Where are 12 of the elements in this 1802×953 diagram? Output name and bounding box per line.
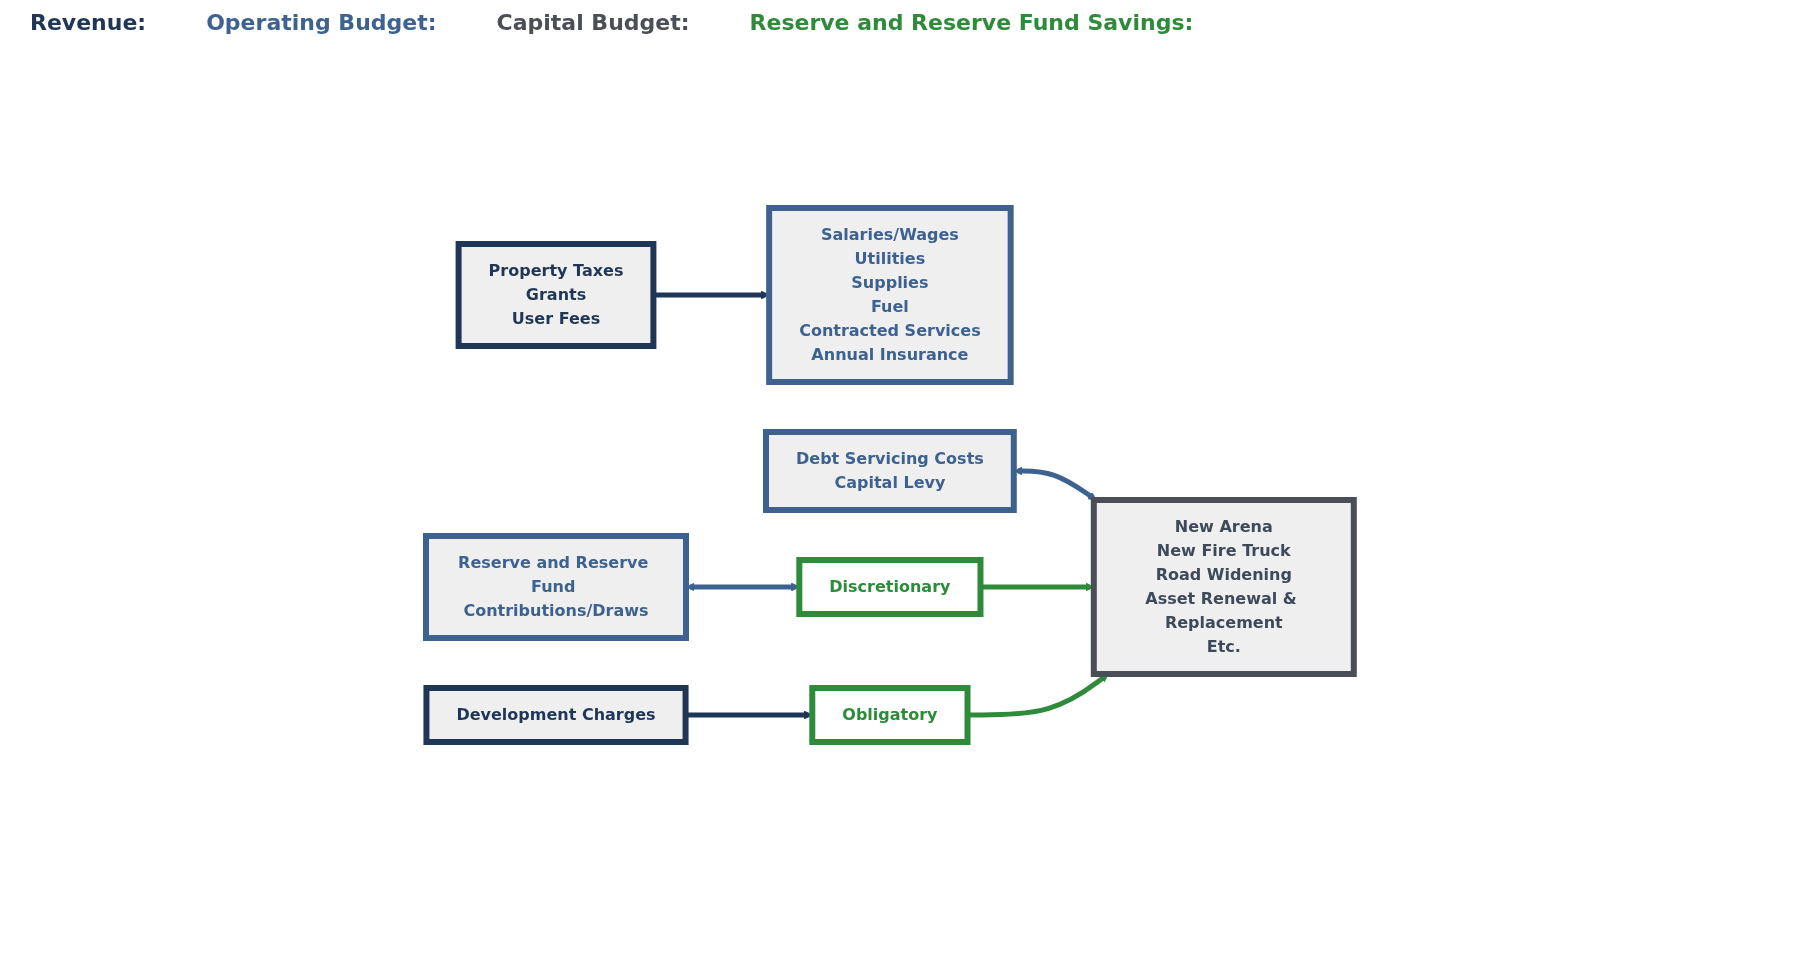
node-box: Salaries/Wages Utilities Supplies Fuel Contracted Services Annual Insurance <box>766 205 1014 385</box>
node-box: Property Taxes Grants User Fees <box>455 241 657 349</box>
node-box: Obligatory <box>809 685 971 745</box>
node-box: Development Charges <box>423 685 689 745</box>
group-heading: Revenue: <box>30 10 147 35</box>
group-heading: Reserve and Reserve Fund Savings: <box>749 10 1194 35</box>
node-box: Reserve and Reserve Fund Contributions/Draws <box>423 533 690 641</box>
node-box: New Arena New Fire Truck Road Widening Asset Renewal & Replacement Etc. <box>1090 497 1357 677</box>
node-box: Discretionary <box>796 557 984 617</box>
node-box: Debt Servicing Costs Capital Levy <box>763 429 1017 513</box>
group-heading: Operating Budget: <box>206 10 437 35</box>
group-heading: Capital Budget: <box>496 10 690 35</box>
